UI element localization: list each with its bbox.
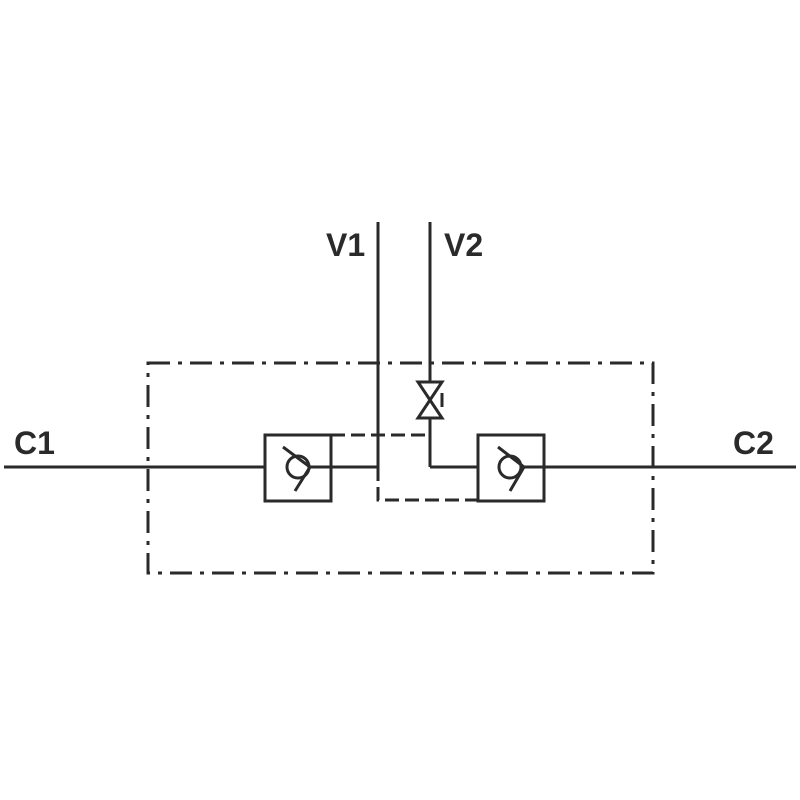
port-label-v1: V1 bbox=[326, 227, 366, 263]
port-label-c2: C2 bbox=[733, 425, 774, 461]
check-valve-icon bbox=[476, 433, 546, 503]
restrictor-icon bbox=[415, 380, 445, 420]
check-valve-icon bbox=[263, 433, 333, 503]
pilot-line-right bbox=[376, 467, 478, 502]
port-label-c1: C1 bbox=[14, 425, 55, 461]
port-label-v2: V2 bbox=[444, 227, 484, 263]
